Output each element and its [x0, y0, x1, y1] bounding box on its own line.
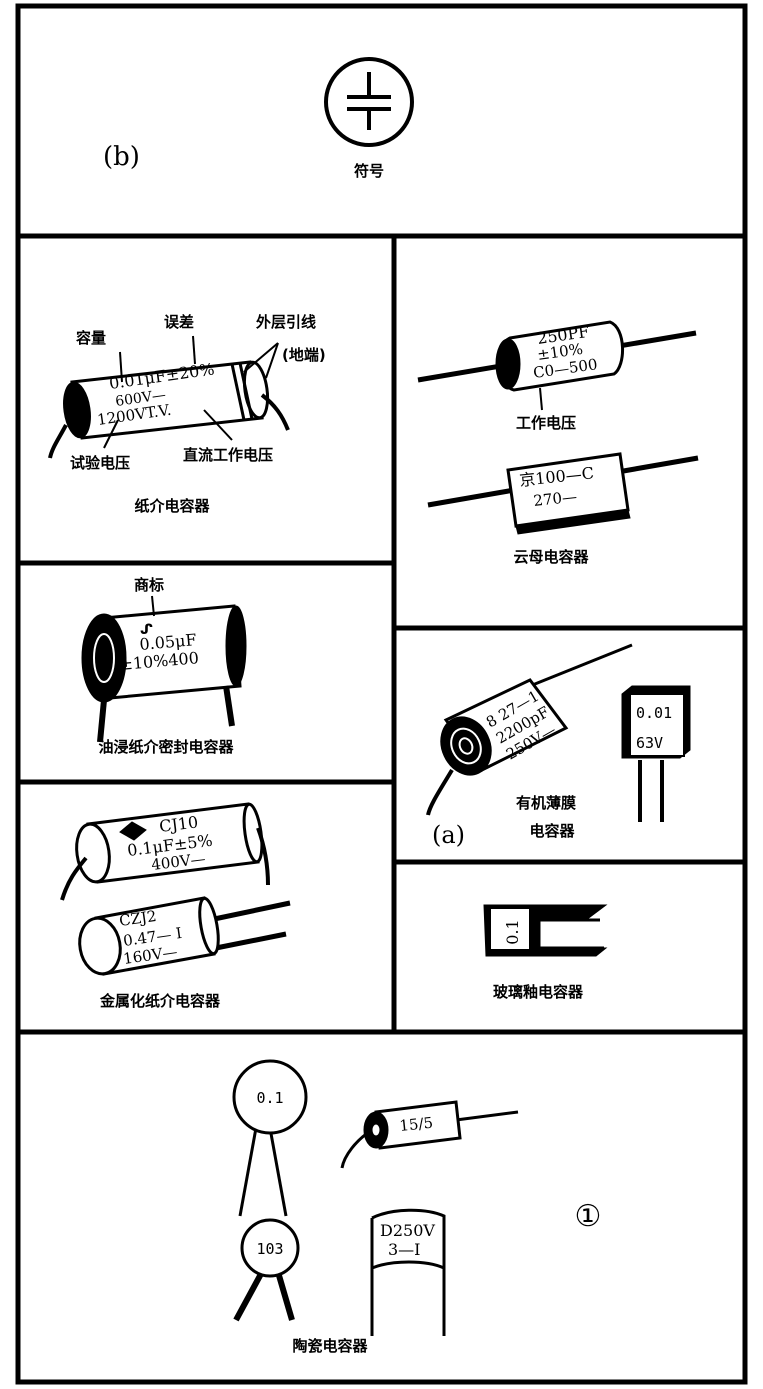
- panel-letter-b: (b): [103, 142, 140, 172]
- ceramic-rect-text-1: D250V: [380, 1221, 435, 1240]
- film-cap-caption-2: 电容器: [529, 822, 575, 840]
- trademark-logo-icon: ᔑ: [140, 622, 153, 638]
- film-capacitor-box-drawing: [621, 685, 691, 822]
- panel-frame: [15, 3, 748, 1385]
- symbol-panel: (b) 符号: [103, 57, 414, 180]
- paper-cap-text-2: 600V—: [114, 387, 167, 410]
- label-outer-lead: 外层引线: [255, 313, 316, 331]
- label-working-voltage: 工作电压: [516, 414, 576, 432]
- ceramic-rect-drawing: [370, 1208, 446, 1336]
- label-dc-voltage: 直流工作电压: [183, 446, 273, 464]
- ceramic-tube-text: 15/5: [399, 1114, 434, 1135]
- metal-paper-capacitor-2-drawing: [78, 896, 291, 976]
- paper-capacitor-drawing: [48, 335, 290, 459]
- oil-cap-text-1: 0.05μF: [139, 630, 198, 654]
- paper-cap-caption: 纸介电容器: [134, 497, 210, 515]
- oil-capacitor-panel: ᔑ 商标 0.05μF ±10%400 油浸纸介密封电容器: [81, 576, 247, 756]
- glass-cap-text: 0.1: [503, 919, 522, 944]
- mica-cap2-text-2: 270—: [533, 488, 578, 510]
- ceramic-tube-drawing: [340, 1100, 519, 1169]
- metal-cap1-text-1: CJ10: [158, 812, 199, 836]
- paper-capacitor-panel: 0.01μF±20% 600V— 1200VT.V. 容量 误差 外层引线 (地…: [48, 313, 326, 515]
- metal-cap2-text-1: CZJ2: [118, 907, 158, 930]
- ceramic-disc-2-drawing: [233, 1218, 300, 1322]
- capacitor-symbol-icon: [324, 57, 414, 147]
- ceramic-rect-text-2: 3—I: [388, 1240, 421, 1259]
- label-ground: (地端): [282, 346, 326, 364]
- ceramic-disc-1-text: 0.1: [256, 1089, 283, 1107]
- label-trademark: 商标: [134, 576, 164, 594]
- label-test-voltage: 试验电压: [70, 454, 130, 472]
- metal-paper-capacitor-panel: CJ10 0.1μF±5% 400V— CZJ2 0.47— I 160V— 金…: [60, 802, 291, 1010]
- film-cap-caption-1: 有机薄膜: [516, 794, 576, 812]
- oil-cap-caption: 油浸纸介密封电容器: [98, 738, 234, 756]
- label-error: 误差: [164, 313, 194, 331]
- panel-letter-a: (a): [432, 821, 465, 849]
- oil-capacitor-drawing: [81, 595, 247, 743]
- figure-number: ①: [575, 1199, 602, 1234]
- ceramic-disc-2-text: 103: [256, 1240, 283, 1258]
- glass-capacitor-panel: 0.1 玻璃釉电容器: [483, 904, 608, 1001]
- mica-capacitor-panel: 250PF ±10% C0—500 工作电压 京100—C 270— 云母电容器: [417, 320, 699, 566]
- label-capacity: 容量: [75, 329, 106, 347]
- mica-cap-caption: 云母电容器: [513, 548, 589, 566]
- metal-paper-cap-caption: 金属化纸介电容器: [99, 992, 221, 1010]
- mica-capacitor-1-drawing: [417, 320, 697, 411]
- ceramic-disc-1-drawing: [232, 1059, 308, 1217]
- mica-capacitor-2-drawing: [427, 452, 699, 535]
- ceramic-cap-caption: 陶瓷电容器: [292, 1337, 368, 1355]
- ceramic-capacitor-panel: 0.1 15/5 103 D250V 3—I ① 陶瓷电容器: [232, 1059, 602, 1355]
- film-box-text-1: 0.01: [636, 704, 672, 722]
- film-box-text-2: 63V: [636, 734, 663, 752]
- film-capacitor-panel: 8 27—1 2200pF 250V— 0.01 63V (a) 有机薄膜 电容…: [426, 643, 691, 849]
- glass-capacitor-drawing: [483, 904, 608, 957]
- symbol-caption: 符号: [354, 162, 384, 180]
- film-capacitor-cylinder-drawing: [426, 643, 633, 816]
- metal-paper-capacitor-1-drawing: [60, 802, 270, 901]
- glass-cap-caption: 玻璃釉电容器: [493, 983, 584, 1001]
